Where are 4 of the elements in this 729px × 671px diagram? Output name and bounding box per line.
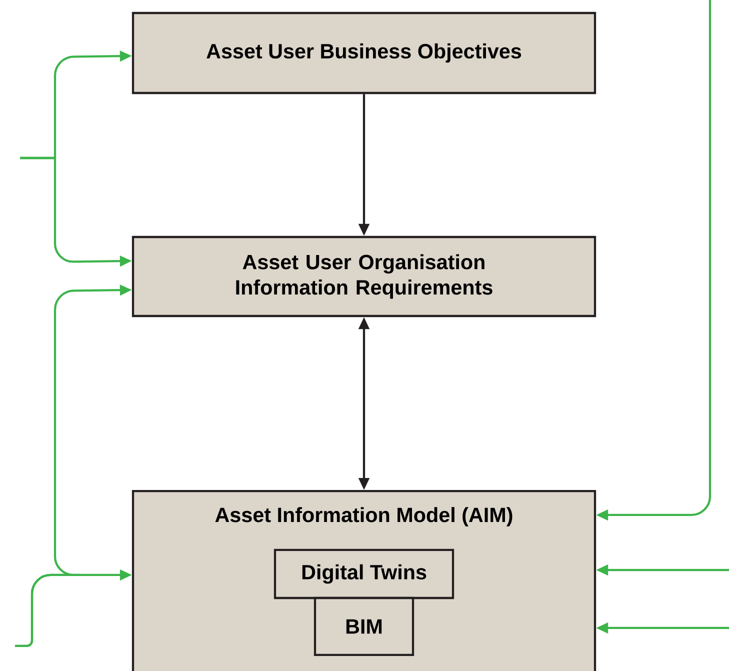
process-box: Asset User Organisation Information Requirements bbox=[132, 236, 596, 318]
process-box: Digital Twins bbox=[274, 548, 454, 600]
process-box: BIM bbox=[314, 596, 414, 656]
process-box: Asset User Business Objectives bbox=[132, 12, 596, 94]
